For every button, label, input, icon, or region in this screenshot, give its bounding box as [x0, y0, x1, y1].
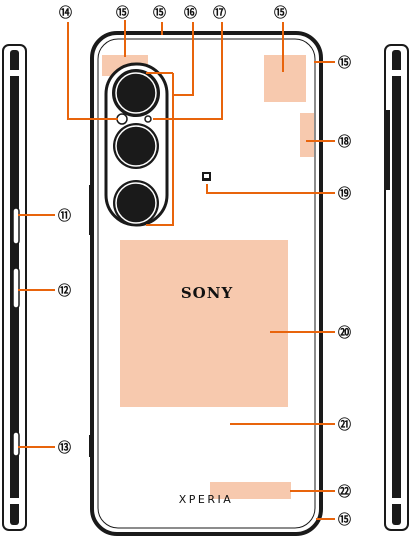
callout-15-right-edge: ⑮: [338, 55, 351, 71]
leader-lines: [18, 20, 335, 520]
left-side-view: [2, 44, 27, 531]
shutter-key: [12, 431, 20, 457]
callout-15-top-edge: ⑮: [153, 5, 166, 21]
antenna-area-top-right: [264, 55, 306, 102]
callout-11: ⑪: [58, 208, 71, 224]
callout-15-top-left: ⑮: [116, 5, 129, 21]
callout-22: ㉒: [338, 484, 351, 500]
volume-key: [12, 207, 20, 245]
callout-16: ⑯: [184, 5, 197, 21]
flash-light: [116, 113, 128, 125]
rgb-ir-sensor: [144, 115, 152, 123]
callouts: ⑪ ⑫ ⑬ ⑭ ⑮ ⑮ ⑯ ⑰ ⑮ ⑮ ⑱ ⑲ ⑳ ㉑ ㉒ ⑮: [58, 5, 351, 528]
callout-13: ⑬: [58, 440, 71, 456]
nfc-area: [120, 240, 288, 407]
callout-20: ⑳: [338, 325, 351, 341]
phone-back: SONY XPERIA: [89, 31, 323, 536]
antenna-area-bottom: [210, 482, 291, 499]
callout-14: ⑭: [59, 5, 72, 21]
callout-12: ⑫: [58, 283, 71, 299]
callout-15-top-right: ⑮: [274, 5, 287, 21]
right-side-view: [384, 44, 409, 531]
sony-logo: SONY: [181, 284, 233, 302]
callout-17: ⑰: [213, 5, 226, 21]
callout-21: ㉑: [338, 417, 351, 433]
callout-15-bottom: ⑮: [338, 512, 351, 528]
callout-19: ⑲: [338, 186, 351, 202]
xperia-logo: XPERIA: [179, 493, 234, 506]
sensor-area-right: [300, 113, 314, 157]
callout-18: ⑱: [338, 134, 351, 150]
power-key: [12, 267, 20, 309]
